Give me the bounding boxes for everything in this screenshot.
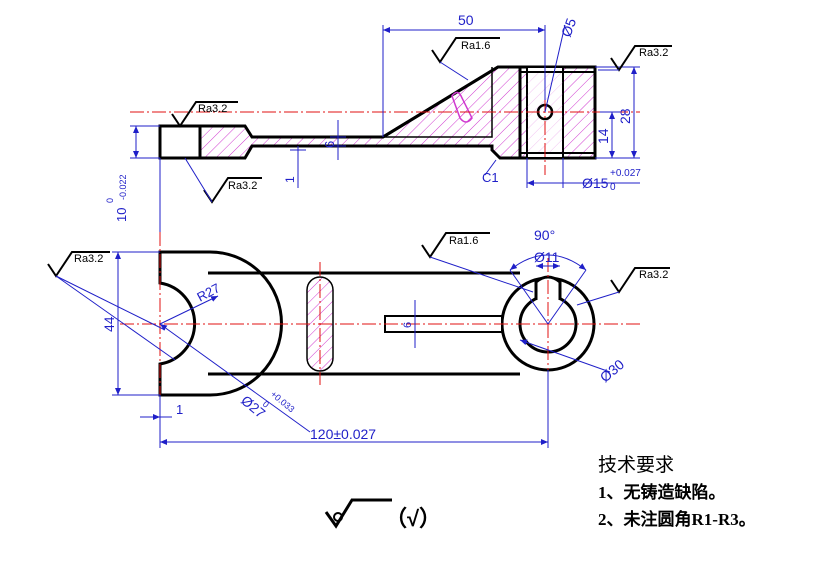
roughness-ra16-top: Ra1.6 xyxy=(461,40,490,52)
dim-height-28: 28 xyxy=(617,108,633,124)
dim-length-50: 50 xyxy=(458,12,474,28)
rib-inner-edge xyxy=(383,67,493,138)
roughness-ra32-left-bottom: Ra3.2 xyxy=(228,180,257,192)
roughness-ra16-plan: Ra1.6 xyxy=(449,235,478,247)
plan-view xyxy=(120,232,640,420)
default-roughness-note: （√） xyxy=(385,506,441,531)
front-view-section xyxy=(200,67,520,158)
dim-slot-dia-11: Ø11 xyxy=(534,249,560,265)
roughness-symbol-left-bottom-ra32 xyxy=(184,157,262,204)
dim-chamfer-c1: C1 xyxy=(482,170,499,185)
roughness-symbol-left-top-ra32 xyxy=(171,101,238,128)
dim-rib-6-plan: 6 xyxy=(402,322,414,328)
front-view xyxy=(130,55,640,175)
local-section xyxy=(451,91,473,123)
roughness-symbol-right-ra32 xyxy=(598,45,672,72)
roughness-ra32-plan-left: Ra3.2 xyxy=(74,253,103,265)
technical-requirements: 技术要求 1、无铸造缺陷。 2、未注圆角R1-R3。 xyxy=(598,452,828,533)
dim-hole-dia-5: Ø5 xyxy=(558,16,579,39)
dim-width-10: 10 xyxy=(114,208,129,222)
dim-gap-1: 1 xyxy=(176,402,183,417)
dim-bore-dia-27-tol-lower: 0 xyxy=(261,399,271,410)
note-item-2: 2、未注圆角R1-R3。 xyxy=(598,510,756,529)
dim-length-120: 120±0.027 xyxy=(310,426,376,442)
note-item-1: 1、无铸造缺陷。 xyxy=(598,483,726,502)
plan-view-dimensions xyxy=(112,251,611,448)
dim-height-44: 44 xyxy=(101,316,117,332)
dim-boss-dia-15-tol-upper: +0.027 xyxy=(610,168,641,179)
dim-width-10-tol-upper: 0 xyxy=(105,198,115,203)
dim-boss-dia-15-tol-lower: 0 xyxy=(610,182,616,193)
dim-rib-1: 1 xyxy=(283,176,297,183)
default-roughness-symbol xyxy=(324,498,392,529)
roughness-ra32-left-top: Ra3.2 xyxy=(198,103,227,115)
roughness-ra32-plan-right: Ra3.2 xyxy=(639,269,668,281)
dim-bore-dia-27-tol-upper: +0.033 xyxy=(269,389,297,415)
roughness-symbol-plan-left-ra32 xyxy=(47,251,176,361)
dim-rib-6: 6 xyxy=(322,141,337,148)
dim-width-10-tol-lower: -0.022 xyxy=(118,174,128,200)
left-end-block xyxy=(158,124,202,160)
notes-title: 技术要求 xyxy=(598,455,675,476)
roughness-symbol-plan-ra16 xyxy=(421,232,534,293)
dim-boss-dia-30: Ø30 xyxy=(597,356,628,385)
roughness-symbol-plan-right-ra32 xyxy=(576,267,670,306)
front-view-dimensions xyxy=(130,24,640,235)
dim-height-14: 14 xyxy=(595,128,611,144)
dim-angle-90: 90° xyxy=(534,227,555,243)
roughness-symbol-top-ra16 xyxy=(431,37,500,81)
rib-edge xyxy=(382,65,499,139)
roughness-ra32-right-top: Ra3.2 xyxy=(639,47,668,59)
dim-boss-dia-15: Ø15 xyxy=(582,175,609,191)
